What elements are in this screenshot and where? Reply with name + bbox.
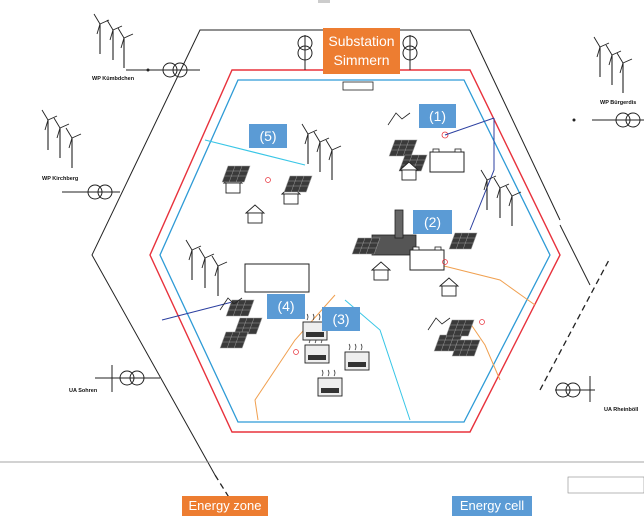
wp-burgerdistrict-label: WP Bürgerdis — [600, 100, 637, 106]
substation-busbar — [304, 35, 411, 91]
cell-label-2: (2) — [413, 210, 452, 234]
orange-feeder-2 — [254, 294, 336, 421]
outer-hexagon — [91, 29, 611, 516]
energy-zone-legend: Energy zone — [182, 496, 268, 516]
cell-label-4: (4) — [267, 294, 305, 319]
cell-1-assets — [387, 112, 495, 181]
cell-3-assets — [293, 313, 370, 397]
orange-feeder-3 — [467, 319, 501, 381]
wp-kumbdchen-group — [93, 13, 200, 78]
orange-feeder-1 — [439, 264, 536, 306]
bottom-right-pv-assets — [427, 317, 485, 357]
substation-label-line2: Simmern — [333, 52, 390, 68]
energy-cell-legend: Energy cell — [452, 496, 532, 516]
wp-kirchberg-group — [41, 109, 120, 200]
wp-burgerdistrict-group — [572, 36, 644, 128]
cell-4-assets — [185, 239, 310, 349]
cell-5-assets — [221, 123, 342, 224]
cell-1-turbine-a — [480, 169, 497, 211]
energy-zone-boundary — [149, 69, 561, 433]
wp-kirchberg-label: WP Kirchberg — [42, 176, 79, 182]
ua-rheinbollen-label: UA Rheinböll — [604, 407, 639, 413]
cell-label-5: (5) — [249, 124, 287, 148]
title-block — [567, 476, 644, 494]
cell-1-turbine-b — [493, 177, 510, 219]
wp-kumbdchen-label: WP Kümbdchen — [92, 76, 135, 82]
cell-2-assets — [351, 209, 478, 297]
navy-feeder-1 — [469, 118, 495, 231]
cell-label-3: (3) — [322, 307, 360, 331]
navy-feeder-2 — [161, 299, 241, 321]
ua-rheinbollen-group — [555, 376, 595, 402]
substation-label: Substation Simmern — [323, 28, 400, 74]
energy-cell-boundary — [159, 79, 551, 423]
ua-sohren-group — [95, 365, 160, 392]
ua-sohren-label: UA Sohren — [69, 388, 98, 394]
substation-label-line1: Substation — [328, 33, 395, 49]
cyan-feeder — [204, 139, 306, 166]
cell-label-1: (1) — [419, 104, 456, 128]
